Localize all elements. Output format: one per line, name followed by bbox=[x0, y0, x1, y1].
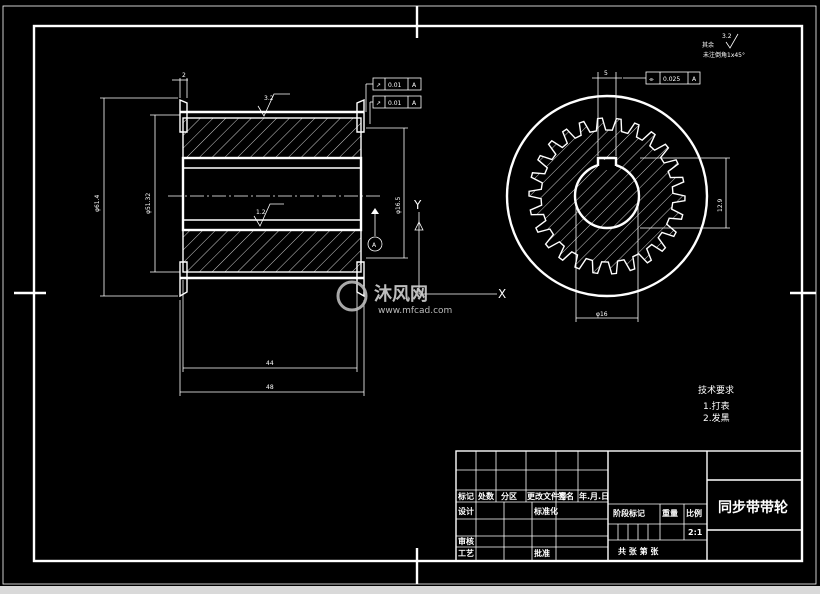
axis-indicator: Y X bbox=[413, 198, 506, 301]
roughness-other-label: 其余 bbox=[702, 41, 714, 49]
dim-bore-dia: φ16.5 bbox=[395, 197, 402, 215]
tb-stage-mark: 阶段标记 bbox=[613, 508, 645, 518]
tb-approve: 批准 bbox=[534, 548, 550, 558]
tb-ratio: 比例 bbox=[686, 508, 702, 518]
svg-text:更改文件号: 更改文件号 bbox=[527, 491, 567, 501]
runout-frames: ↗ 0.01 A ↗ 0.01 A bbox=[365, 77, 422, 124]
tb-standardize: 标准化 bbox=[533, 506, 558, 516]
tb-review: 审核 bbox=[458, 536, 474, 546]
outer-flange-circle bbox=[505, 94, 709, 298]
dim-hub-dia: φ16 bbox=[596, 311, 608, 318]
top-hatch-section bbox=[183, 118, 361, 158]
tb-process: 工艺 bbox=[458, 548, 474, 558]
svg-text:分区: 分区 bbox=[501, 491, 517, 501]
svg-text:签名: 签名 bbox=[557, 491, 574, 501]
roughness-note: 3.2 其余 未注倒角1x45° bbox=[702, 33, 745, 59]
svg-text:3.2: 3.2 bbox=[264, 95, 274, 102]
flange-left-top bbox=[179, 98, 188, 133]
tb-scale-value: 2:1 bbox=[688, 528, 703, 537]
watermark-brand: 沐风网 bbox=[374, 283, 428, 305]
tb-design: 设计 bbox=[458, 506, 474, 516]
dim-flange-width: 2 bbox=[182, 72, 186, 79]
technical-requirements: 技术要求 1.打表 2.发黑 bbox=[698, 384, 734, 424]
tech-req-item-1: 1.打表 bbox=[703, 400, 730, 412]
datum-triangle bbox=[371, 208, 379, 214]
dim-key-width: 5 bbox=[604, 70, 608, 77]
watermark-url: www.mfcad.com bbox=[378, 306, 452, 316]
flange-left-bottom bbox=[179, 261, 188, 298]
runout-icon-2: ↗ bbox=[376, 100, 381, 107]
watermark-logo-icon bbox=[336, 280, 368, 312]
svg-text:年.月.日: 年.月.日 bbox=[579, 491, 609, 501]
watermark: 沐风网 www.mfcad.com bbox=[336, 280, 452, 316]
svg-text:处数: 处数 bbox=[477, 491, 495, 501]
tb-weight: 重量 bbox=[662, 508, 678, 518]
bottom-hatch-section bbox=[183, 230, 361, 272]
dim-length-outer: 48 bbox=[266, 384, 274, 391]
tb-sheets: 共 张 第 张 bbox=[618, 546, 659, 556]
drawing-frame bbox=[2, 5, 817, 585]
runout-icon-1: ↗ bbox=[376, 82, 381, 89]
pulley-front-view: 5 ⌯ 0.025 A 12.9 φ16 bbox=[505, 70, 730, 322]
side-view-dimensions: 2 φ61.4 φ51.32 φ16.5 44 48 3.2 1.2 bbox=[94, 72, 408, 396]
tech-req-heading: 技术要求 bbox=[698, 384, 734, 396]
svg-text:A: A bbox=[372, 242, 377, 249]
gear-tooth-profile bbox=[528, 117, 686, 275]
drawing-title: 同步带带轮 bbox=[718, 499, 788, 516]
svg-text:A: A bbox=[412, 100, 417, 107]
svg-text:0.01: 0.01 bbox=[388, 82, 402, 89]
tech-req-item-2: 2.发黑 bbox=[703, 412, 730, 424]
svg-text:1.2: 1.2 bbox=[256, 209, 266, 216]
svg-text:3.2: 3.2 bbox=[722, 33, 732, 40]
symmetry-icon: ⌯ bbox=[649, 76, 654, 83]
dim-root-dia: φ51.32 bbox=[145, 193, 152, 214]
dim-outer-dia: φ61.4 bbox=[94, 195, 101, 213]
status-bar bbox=[0, 586, 820, 594]
pulley-side-view bbox=[168, 98, 380, 298]
svg-text:0.01: 0.01 bbox=[388, 100, 402, 107]
svg-text:A: A bbox=[692, 76, 697, 83]
svg-text:A: A bbox=[412, 82, 417, 89]
axis-x-label: X bbox=[498, 287, 506, 301]
svg-text:标记: 标记 bbox=[457, 491, 474, 501]
dim-length-inner: 44 bbox=[266, 360, 274, 367]
axis-y-label: Y bbox=[413, 198, 422, 212]
datum-circle bbox=[367, 236, 383, 252]
keyway bbox=[596, 156, 618, 166]
roughness-symbol-top bbox=[257, 93, 290, 117]
chamfer-note: 未注倒角1x45° bbox=[703, 51, 745, 59]
svg-text:0.025: 0.025 bbox=[663, 76, 680, 83]
flange-right-top bbox=[356, 98, 365, 133]
roughness-symbol-inner bbox=[253, 203, 284, 227]
dim-key-depth: 12.9 bbox=[717, 198, 724, 212]
title-block: 标记 处数 分区 更改文件号 签名 年.月.日 设计 标准化 审核 工艺 批准 … bbox=[455, 450, 803, 562]
